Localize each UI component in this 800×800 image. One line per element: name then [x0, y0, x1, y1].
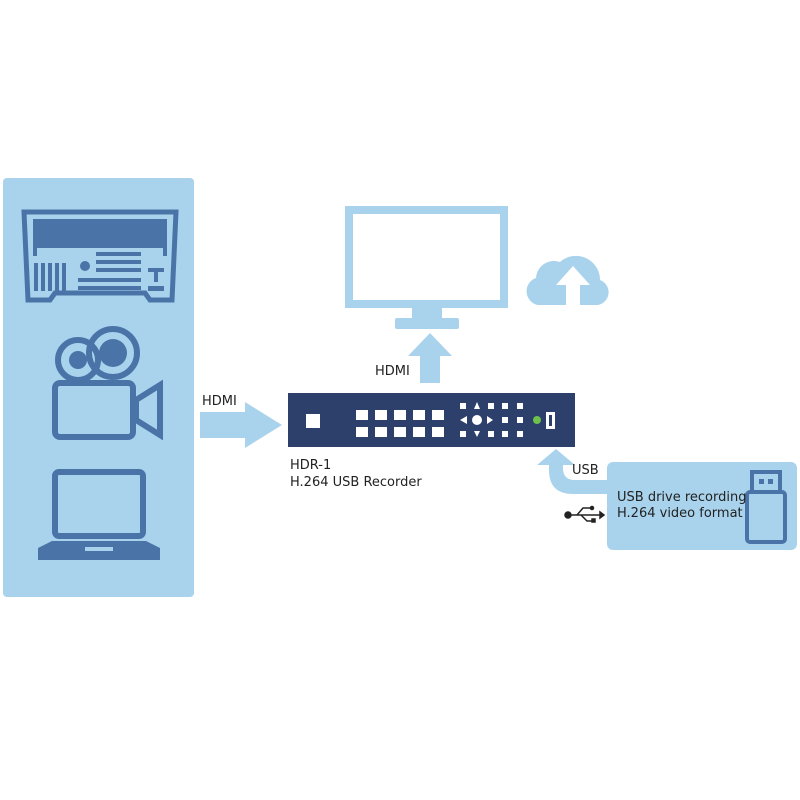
camera-icon — [52, 326, 163, 441]
usb-info-line1: USB drive recording — [617, 490, 747, 505]
usb-drive-icon — [745, 470, 787, 544]
cloud-upload-icon — [526, 255, 609, 305]
usb-info-line2: H.264 video format — [617, 506, 743, 521]
usb-label: USB — [572, 463, 599, 478]
hdmi-input-arrow — [200, 402, 282, 448]
usb-symbol-icon — [564, 505, 606, 523]
hdmi-input-label: HDMI — [202, 394, 237, 409]
hdmi-output-arrow — [408, 333, 452, 383]
usb-arrow — [537, 449, 607, 494]
video-switcher-icon — [21, 209, 179, 303]
hdr1-recorder-device — [288, 393, 575, 447]
laptop-icon — [38, 469, 160, 560]
hdmi-output-label: HDMI — [375, 364, 410, 379]
device-description: H.264 USB Recorder — [290, 475, 422, 490]
device-name: HDR-1 — [290, 458, 332, 473]
usb-info-box — [607, 462, 797, 550]
monitor-icon — [345, 206, 508, 329]
